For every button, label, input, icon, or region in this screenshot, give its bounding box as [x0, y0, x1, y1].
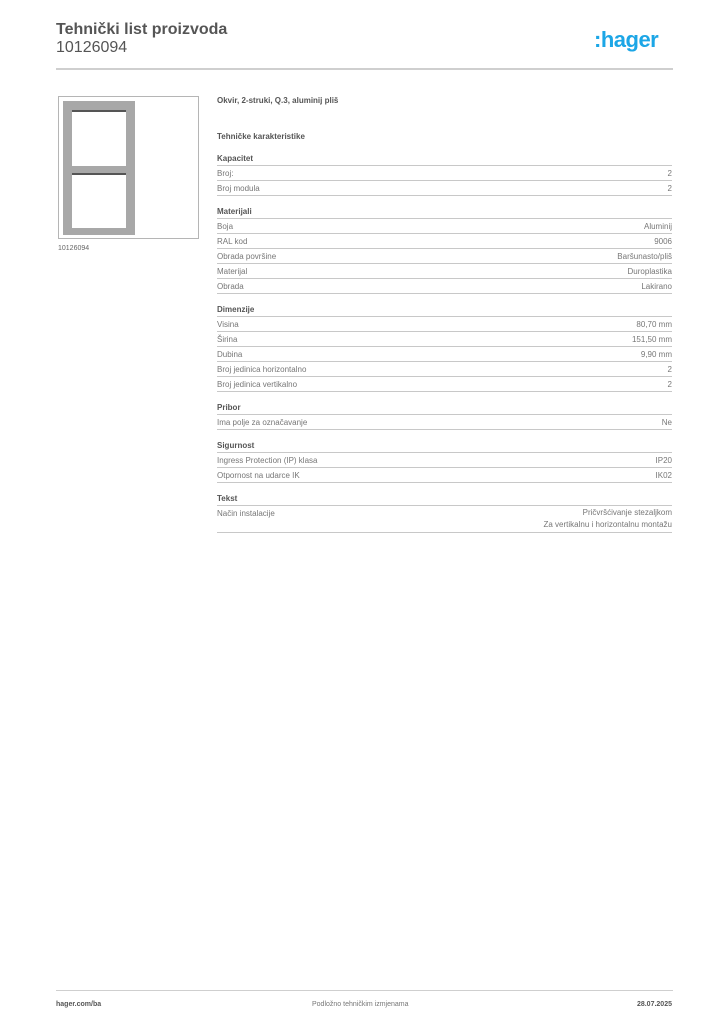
spec-value-line: Pričvršćivanje stezaljkom — [582, 508, 672, 517]
hager-logo: :hager — [594, 27, 659, 52]
product-name: Okvir, 2-struki, Q.3, aluminij pliš — [217, 96, 339, 105]
spec-label: Broj modula — [217, 184, 260, 193]
spec-value: Lakirano — [641, 282, 672, 291]
spec-value: 151,50 mm — [631, 335, 672, 344]
spec-row: Broj jedinica horizontalno 2 — [217, 362, 672, 377]
spec-value: 9,90 mm — [640, 350, 672, 359]
spec-row: RAL kod 9006 — [217, 234, 672, 249]
footer-date: 28.07.2025 — [636, 1001, 672, 1008]
spec-value: IK02 — [655, 471, 672, 480]
group-title: Tekst — [217, 493, 672, 506]
frame-2gang-icon — [63, 101, 135, 235]
spec-value: Ne — [661, 418, 672, 427]
spec-row: Broj jedinica vertikalno 2 — [217, 377, 672, 392]
group-title: Materijali — [217, 206, 672, 219]
spec-row: Boja Aluminij — [217, 219, 672, 234]
spec-value: 80,70 mm — [636, 320, 672, 329]
spec-row: Ima polje za označavanje Ne — [217, 415, 672, 430]
spec-label: Ingress Protection (IP) klasa — [217, 456, 318, 465]
frame-opening-bottom — [72, 173, 126, 228]
spec-row: Otpornost na udarce IK IK02 — [217, 468, 672, 483]
spec-label: Materijal — [217, 267, 248, 276]
spec-label: Obrada — [217, 282, 244, 291]
spec-label: Obrada površine — [217, 252, 277, 261]
spec-value: 2 — [667, 184, 672, 193]
spec-label: Broj: — [217, 169, 234, 178]
footer-divider — [56, 990, 673, 991]
spec-row: Način instalacije Pričvršćivanje stezalj… — [217, 506, 672, 533]
spec-value: Baršunasto/pliš — [617, 252, 672, 261]
group-title: Kapacitet — [217, 153, 672, 166]
spec-label: Dubina — [217, 350, 243, 359]
spec-value: 2 — [667, 365, 672, 374]
spec-value: Pričvršćivanje stezaljkom Za vertikalnu … — [543, 507, 672, 532]
spec-row: Materijal Duroplastika — [217, 264, 672, 279]
spec-content: Okvir, 2-struki, Q.3, aluminij pliš Tehn… — [217, 95, 672, 533]
spec-group-tekst: Tekst Način instalacije Pričvršćivanje s… — [217, 493, 672, 533]
spec-row: Ingress Protection (IP) klasa IP20 — [217, 453, 672, 468]
group-title: Sigurnost — [217, 440, 672, 453]
spec-group-dimenzije: Dimenzije Visina 80,70 mm Širina 151,50 mm… — [217, 304, 672, 392]
spec-label: Način instalacije — [217, 509, 275, 518]
spec-label: Otpornost na udarce IK — [217, 471, 300, 480]
spec-label: Ima polje za označavanje — [217, 418, 308, 427]
page-title: Tehnički list proizvoda — [56, 21, 228, 38]
spec-row: Broj modula 2 — [217, 181, 672, 196]
spec-row: Obrada Lakirano — [217, 279, 672, 294]
spec-label: Širina — [217, 335, 238, 344]
header-divider — [56, 68, 673, 70]
frame-opening-top — [72, 110, 126, 166]
spec-row: Širina 151,50 mm — [217, 332, 672, 347]
spec-label: Visina — [217, 320, 239, 329]
spec-group-pribor: Pribor Ima polje za označavanje Ne — [217, 402, 672, 430]
spec-label: Boja — [217, 222, 234, 231]
product-image — [58, 96, 199, 239]
group-title: Dimenzije — [217, 304, 672, 317]
spec-label: Broj jedinica vertikalno — [217, 380, 298, 389]
spec-value: Duroplastika — [627, 267, 672, 276]
spec-label: Broj jedinica horizontalno — [217, 365, 307, 374]
spec-label: RAL kod — [217, 237, 248, 246]
spec-value: 2 — [667, 380, 672, 389]
spec-group-materijali: Materijali Boja Aluminij RAL kod 9006 Obra… — [217, 206, 672, 294]
spec-row: Visina 80,70 mm — [217, 317, 672, 332]
spec-row: Obrada površine Baršunasto/pliš — [217, 249, 672, 264]
spec-value: 9006 — [654, 237, 672, 246]
spec-group-kapacitet: Kapacitet Broj: 2 Broj modula 2 — [217, 153, 672, 196]
spec-value: 2 — [667, 169, 672, 178]
spec-value-line: Za vertikalnu i horizontalnu montažu — [543, 520, 672, 529]
spec-value: IP20 — [655, 456, 672, 465]
section-title: Tehničke karakteristike — [217, 132, 305, 141]
footer-website-link[interactable]: hager.com/ba — [56, 1001, 102, 1008]
footer-disclaimer: Podložno tehničkim izmjenama — [312, 1001, 409, 1008]
product-code: 10126094 — [56, 39, 128, 56]
spec-value: Aluminij — [643, 222, 672, 231]
spec-row: Dubina 9,90 mm — [217, 347, 672, 362]
product-image-caption: 10126094 — [58, 245, 90, 252]
spec-row: Broj: 2 — [217, 166, 672, 181]
group-title: Pribor — [217, 402, 672, 415]
